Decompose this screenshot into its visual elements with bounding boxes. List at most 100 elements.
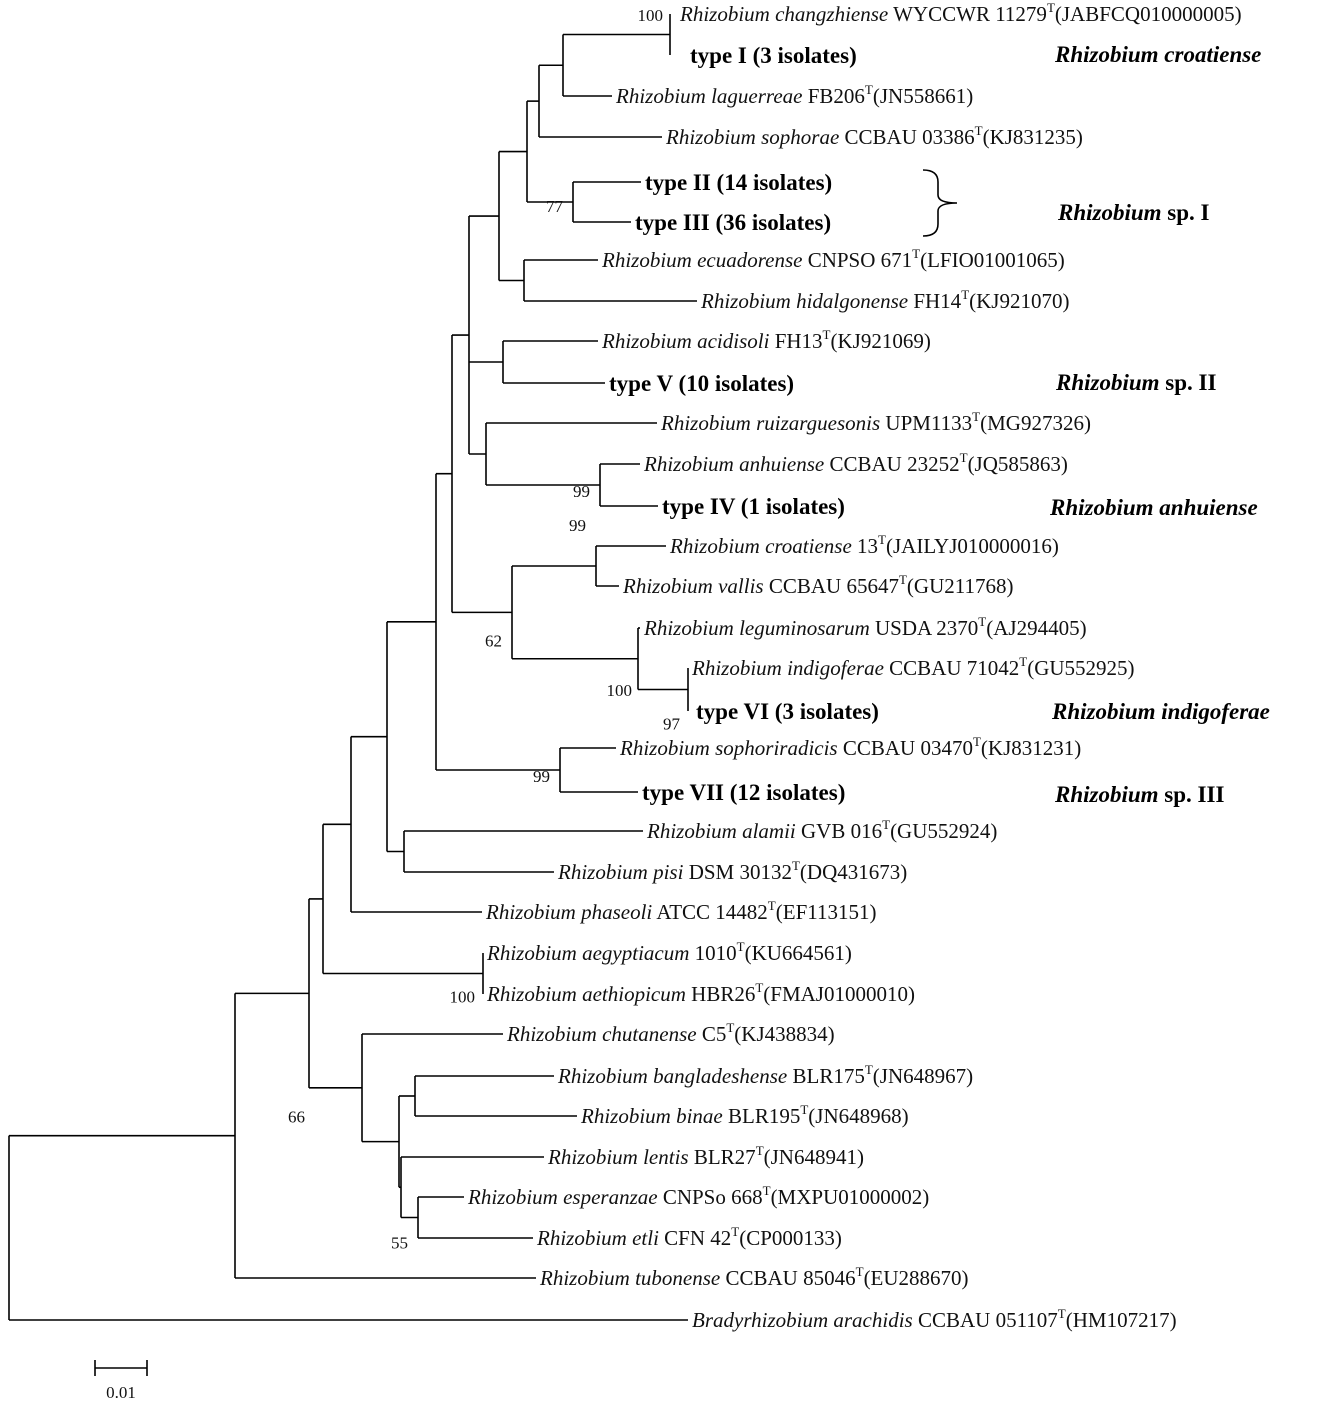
bootstrap-value: 99 <box>573 482 590 501</box>
taxon-species: arachidis <box>833 1308 912 1332</box>
taxon-accession: (JN648967) <box>873 1064 973 1088</box>
taxon-label: Rhizobium aethiopicum HBR26T(FMAJ0100001… <box>486 980 915 1006</box>
isolate-type-label: type VII (12 isolates) <box>642 780 845 805</box>
taxon-label: Rhizobium sophoriradicis CCBAU 03470T(KJ… <box>619 734 1081 760</box>
taxon-genus: Rhizobium <box>679 2 770 26</box>
bootstrap-value: 55 <box>391 1234 408 1253</box>
taxon-label: Rhizobium bangladeshense BLR175T(JN64896… <box>557 1062 973 1088</box>
taxon-genus: Rhizobium <box>486 982 577 1006</box>
type-strain-mark: T <box>792 858 800 873</box>
scale-bar-label: 0.01 <box>106 1383 136 1402</box>
taxon-label: Rhizobium laguerreae FB206T(JN558661) <box>615 82 973 108</box>
taxon-accession: (KU664561) <box>745 941 852 965</box>
taxon-accession: (AJ294405) <box>986 616 1086 640</box>
taxon-strain: FH14 <box>913 289 961 313</box>
group-species-label: Rhizobium sp. I <box>1057 200 1210 225</box>
taxon-strain: CCBAU 71042 <box>889 656 1019 680</box>
taxon-accession: (HM107217) <box>1066 1308 1177 1332</box>
type-strain-mark: T <box>823 327 831 342</box>
bootstrap-value: 100 <box>638 6 664 25</box>
taxon-accession: (EU288670) <box>864 1266 969 1290</box>
taxon-genus: Rhizobium <box>660 411 751 435</box>
bootstrap-value: 97 <box>663 715 681 734</box>
taxon-species: leguminosarum <box>739 616 870 640</box>
taxon-genus: Rhizobium <box>601 329 692 353</box>
type-strain-mark: T <box>756 1143 764 1158</box>
taxon-label: Rhizobium chutanense C5T(KJ438834) <box>506 1020 835 1046</box>
type-strain-mark: T <box>1058 1306 1066 1321</box>
group-genus: Rhizobium <box>1051 699 1156 724</box>
type-strain-mark: T <box>865 82 873 97</box>
taxon-strain: CCBAU 03470 <box>843 736 973 760</box>
taxon-strain: 13 <box>857 534 878 558</box>
type-strain-mark: T <box>763 1183 771 1198</box>
taxon-species: chutanense <box>602 1022 696 1046</box>
isolate-type-text: type V (10 isolates) <box>609 371 794 396</box>
taxon-genus: Rhizobium <box>646 819 737 843</box>
scale-bar: 0.01 <box>94 1360 148 1402</box>
taxon-genus: Rhizobium <box>485 900 576 924</box>
taxon-genus: Bradyrhizobium <box>692 1308 828 1332</box>
taxon-label: Rhizobium binae BLR195T(JN648968) <box>580 1102 909 1128</box>
taxon-species: aethiopicum <box>582 982 686 1006</box>
type-strain-mark: T <box>1019 654 1027 669</box>
taxon-genus: Rhizobium <box>700 289 791 313</box>
taxon-genus: Rhizobium <box>665 125 756 149</box>
taxon-label: Rhizobium aegyptiacum 1010T(KU664561) <box>486 939 852 965</box>
group-species-label: Rhizobium indigoferae <box>1051 699 1270 724</box>
type-strain-mark: T <box>912 246 920 261</box>
taxon-label: Rhizobium lentis BLR27T(JN648941) <box>547 1143 864 1169</box>
isolate-type-label: type V (10 isolates) <box>609 371 794 396</box>
taxon-strain: CCBAU 23252 <box>830 452 960 476</box>
type-strain-mark: T <box>975 123 983 138</box>
taxon-accession: (MXPU01000002) <box>771 1185 930 1209</box>
taxon-species: indigoferae <box>787 656 884 680</box>
taxon-accession: (GU552924) <box>890 819 997 843</box>
isolate-type-text: type I (3 isolates) <box>690 43 857 68</box>
taxon-strain: DSM 30132 <box>689 860 792 884</box>
isolate-type-label: type IV (1 isolates) <box>662 494 845 519</box>
taxon-genus: Rhizobium <box>643 616 734 640</box>
group-species-label: Rhizobium anhuiense <box>1049 495 1258 520</box>
taxon-genus: Rhizobium <box>691 656 782 680</box>
taxon-species: changzhiense <box>775 2 888 26</box>
group-genus: Rhizobium <box>1054 42 1159 67</box>
group-genus: Rhizobium <box>1057 200 1162 225</box>
taxon-species: anhuiense <box>739 452 824 476</box>
taxon-strain: FB206 <box>808 84 865 108</box>
group-epithet: sp. III <box>1159 782 1225 807</box>
isolate-type-label: type VI (3 isolates) <box>696 699 879 724</box>
taxon-genus: Rhizobium <box>619 736 710 760</box>
group-epithet: sp. II <box>1160 370 1217 395</box>
isolate-type-text: type VI (3 isolates) <box>696 699 879 724</box>
taxon-accession: (DQ431673) <box>800 860 907 884</box>
taxon-genus: Rhizobium <box>622 574 713 598</box>
taxon-label: Rhizobium sophorae CCBAU 03386T(KJ831235… <box>665 123 1083 149</box>
taxon-genus: Rhizobium <box>557 860 648 884</box>
type-strain-mark: T <box>731 1224 739 1239</box>
taxon-label: Rhizobium ecuadorense CNPSO 671T(LFIO010… <box>601 246 1065 272</box>
taxon-strain: BLR175 <box>793 1064 865 1088</box>
taxon-species: vallis <box>718 574 764 598</box>
taxon-species: bangladeshense <box>653 1064 787 1088</box>
taxon-accession: (JABFCQ010000005) <box>1055 2 1242 26</box>
taxon-species: esperanzae <box>563 1185 657 1209</box>
type-strain-mark: T <box>878 532 886 547</box>
taxon-strain: HBR26 <box>691 982 755 1006</box>
taxon-accession: (LFIO01001065) <box>920 248 1065 272</box>
taxon-strain: USDA 2370 <box>875 616 978 640</box>
taxon-accession: (FMAJ01000010) <box>763 982 915 1006</box>
group-species-label: Rhizobium sp. III <box>1054 782 1224 807</box>
taxon-label: Rhizobium indigoferae CCBAU 71042T(GU552… <box>691 654 1135 680</box>
type-strain-mark: T <box>800 1102 808 1117</box>
taxon-labels: Rhizobium changzhiense WYCCWR 11279T(JAB… <box>467 0 1242 1332</box>
type-strain-mark: T <box>1047 0 1055 15</box>
type-strain-mark: T <box>768 898 776 913</box>
type-strain-mark: T <box>856 1264 864 1279</box>
taxon-strain: BLR195 <box>728 1104 800 1128</box>
taxon-label: Rhizobium hidalgonense FH14T(KJ921070) <box>700 287 1069 313</box>
taxon-strain: CCBAU 03386 <box>845 125 975 149</box>
taxon-species: sophorae <box>761 125 839 149</box>
